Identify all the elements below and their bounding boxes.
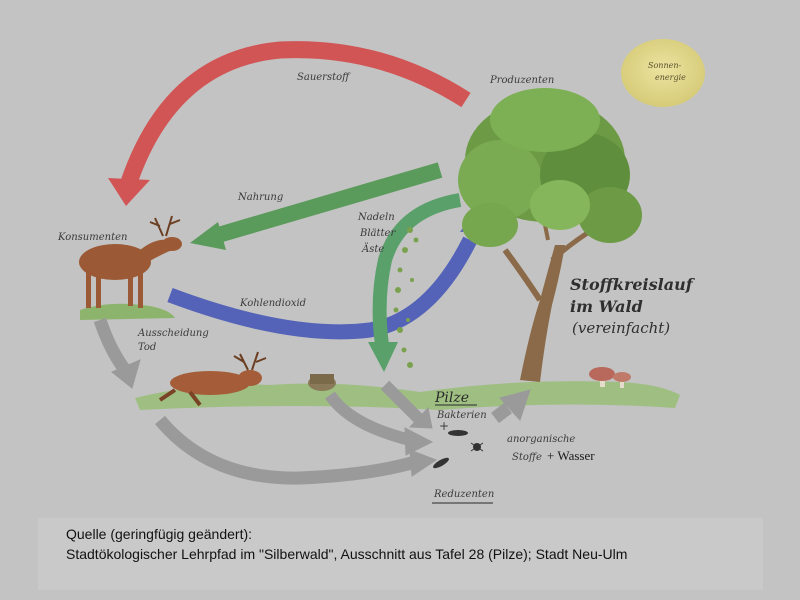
falling-leaves bbox=[393, 227, 419, 368]
label-pilze: Pilze bbox=[434, 390, 469, 406]
source-caption: Quelle (geringfügig geändert): Stadtökol… bbox=[38, 518, 763, 590]
lying-deer-illustration bbox=[158, 351, 267, 407]
label-tod: Tod bbox=[138, 342, 156, 353]
label-plus: + bbox=[439, 419, 449, 433]
diagram-title-line3: (vereinfacht) bbox=[572, 319, 670, 337]
oxygen-arrow bbox=[108, 41, 471, 206]
label-nadeln: Nadeln bbox=[357, 212, 395, 223]
food-arrow bbox=[190, 162, 443, 250]
label-anorganische: anorganische bbox=[507, 434, 575, 445]
standing-deer-illustration bbox=[79, 215, 182, 308]
label-blaetter: Blätter bbox=[359, 228, 396, 239]
diagram-title-line2: im Wald bbox=[570, 297, 643, 316]
label-reduzenten: Reduzenten bbox=[433, 489, 494, 500]
label-konsumenten: Konsumenten bbox=[57, 232, 127, 243]
label-bakterien: Bakterien bbox=[436, 410, 487, 421]
label-kohlendioxid: Kohlendioxid bbox=[239, 298, 306, 309]
label-ausscheidung: Ausscheidung bbox=[137, 328, 209, 339]
label-sauerstoff: Sauerstoff bbox=[297, 72, 351, 83]
tree-illustration bbox=[458, 88, 642, 382]
label-wasser: + Wasser bbox=[547, 448, 595, 463]
ground-strip bbox=[80, 303, 680, 410]
label-aeste: Äste bbox=[361, 243, 384, 255]
label-stoffe: Stoffe bbox=[512, 452, 542, 463]
mushrooms-illustration bbox=[589, 367, 631, 388]
source-line1: Quelle (geringfügig geändert): bbox=[66, 526, 253, 542]
sun-label-line2: energie bbox=[655, 73, 686, 82]
sun-label-line1: Sonnen- bbox=[648, 61, 681, 70]
label-produzenten: Produzenten bbox=[489, 75, 554, 86]
source-line2: Stadtökologischer Lehrpfad im "Silberwal… bbox=[66, 546, 628, 562]
reducer-organisms bbox=[433, 430, 484, 469]
diagram-title-line1: Stoffkreislauf bbox=[570, 275, 696, 294]
grey-arrows bbox=[93, 317, 531, 485]
stump-illustration bbox=[308, 374, 336, 391]
sun-energy: Sonnen- energie bbox=[621, 39, 705, 107]
label-nahrung: Nahrung bbox=[237, 192, 283, 203]
litter-arrow bbox=[368, 193, 462, 372]
